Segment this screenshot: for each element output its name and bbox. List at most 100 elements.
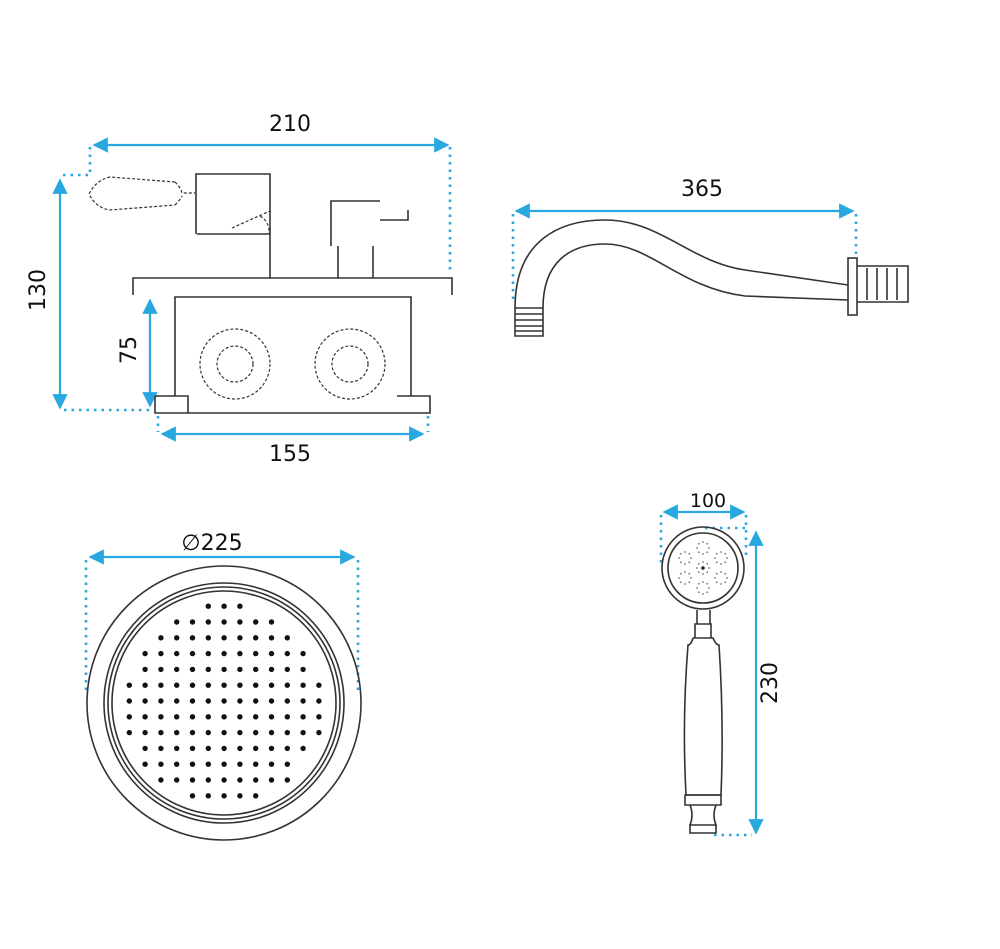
spray-hole — [268, 777, 275, 783]
handle-end — [684, 794, 722, 834]
spray-hole — [221, 714, 227, 720]
spray-hole — [205, 603, 211, 609]
spray-hole — [174, 729, 180, 736]
spray-nozzle — [708, 567, 710, 569]
spray-nozzle — [720, 583, 722, 585]
spray-nozzle — [715, 561, 718, 564]
spray-hole — [205, 666, 211, 673]
body-height-label: 75 — [117, 336, 142, 364]
spray-nozzle — [696, 587, 698, 589]
spray-nozzle — [706, 562, 709, 565]
spray-hole — [300, 729, 306, 736]
spray-nozzle — [697, 582, 700, 585]
spray-nozzle — [726, 557, 728, 559]
spray-hole — [221, 619, 227, 625]
spray-hole — [284, 698, 290, 704]
spray-hole — [221, 603, 227, 609]
spray-nozzle — [706, 591, 709, 594]
spray-hole — [189, 777, 196, 783]
spray-hole — [158, 666, 164, 673]
spray-hole — [300, 698, 306, 704]
spray-holes — [126, 603, 322, 799]
spray-hole — [158, 761, 164, 767]
spray-hole — [221, 682, 227, 688]
spray-hole — [221, 650, 227, 657]
spray-hole — [142, 682, 148, 688]
spray-nozzle — [720, 571, 722, 573]
spray-nozzle — [720, 551, 722, 553]
spray-hole — [300, 745, 306, 752]
spray-nozzle — [697, 551, 700, 554]
spout-length-label: 365 — [681, 177, 723, 202]
spray-hole — [174, 619, 180, 625]
spray-hole — [237, 635, 243, 641]
spray-hole — [205, 682, 211, 688]
spray-nozzle — [688, 581, 691, 584]
spray-nozzle — [720, 563, 722, 565]
spray-hole — [284, 745, 290, 752]
extension-lines — [64, 408, 430, 432]
spray-hole — [126, 729, 132, 736]
length-label: 230 — [758, 662, 783, 704]
spray-hole — [189, 635, 196, 641]
wall-plate — [132, 277, 453, 295]
spray-hole — [189, 698, 196, 704]
spray-hole — [284, 761, 290, 767]
spray-hole — [237, 619, 243, 625]
spray-hole — [205, 698, 211, 704]
spray-nozzle — [702, 541, 704, 543]
spray-hole — [284, 777, 290, 783]
spray-nozzle — [702, 553, 704, 555]
lever-handle — [88, 176, 195, 211]
spray-hole — [189, 729, 196, 736]
spray-hole — [221, 666, 227, 673]
spray-nozzle — [678, 577, 680, 579]
spray-nozzle — [724, 581, 727, 584]
spray-hole — [253, 714, 259, 720]
spray-hole — [205, 793, 211, 799]
spray-hole — [300, 650, 306, 657]
spray-nozzle — [696, 567, 698, 569]
spray-hole — [284, 666, 290, 673]
spray-hole — [237, 603, 243, 609]
spray-hole — [300, 666, 306, 673]
spray-hole — [174, 666, 180, 673]
spray-hole — [142, 745, 148, 752]
spray-hole — [268, 635, 275, 641]
spray-hole — [174, 714, 180, 720]
spray-nozzle — [724, 552, 727, 555]
spray-nozzle — [702, 573, 704, 575]
spray-hole — [174, 650, 180, 657]
spray-hole — [158, 714, 164, 720]
spray-hole — [174, 698, 180, 704]
spray-hole — [268, 761, 275, 767]
spray-hole — [189, 619, 196, 625]
spray-hole — [189, 682, 196, 688]
spray-hole — [126, 714, 132, 720]
diameter-label: ∅225 — [181, 531, 242, 556]
spray-nozzle — [679, 561, 682, 564]
spray-nozzle — [684, 551, 686, 553]
spray-hole — [253, 777, 259, 783]
spray-hole — [268, 729, 275, 736]
spray-hole — [237, 666, 243, 673]
spray-hole — [237, 745, 243, 752]
spray-hole — [221, 635, 227, 641]
spray-nozzle — [679, 572, 682, 575]
spray-hole — [142, 729, 148, 736]
spray-nozzle — [724, 572, 727, 575]
spray-hole — [253, 761, 259, 767]
spout-flange — [847, 257, 858, 316]
spray-nozzle — [708, 587, 710, 589]
spray-hole — [221, 698, 227, 704]
spray-nozzle — [702, 593, 704, 595]
spray-hole — [253, 745, 259, 752]
spray-nozzle — [678, 557, 680, 559]
spray-hole — [158, 682, 164, 688]
spray-hole — [253, 729, 259, 736]
spray-hole — [158, 698, 164, 704]
spray-hole — [158, 729, 164, 736]
spray-hole — [221, 761, 227, 767]
